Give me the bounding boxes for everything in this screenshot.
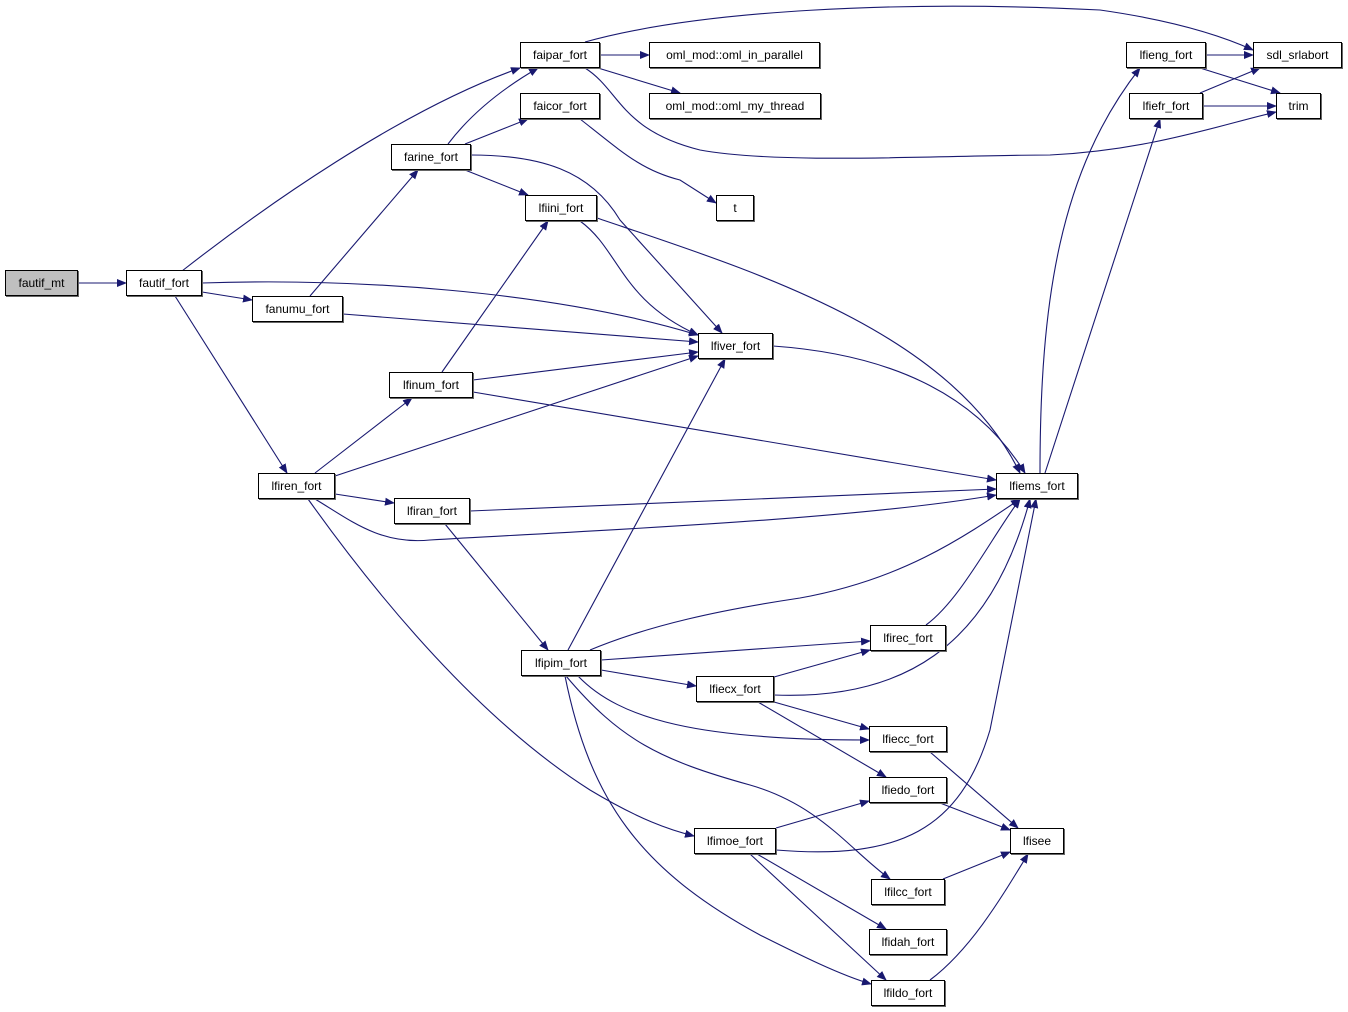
node-farine-fort[interactable]: farine_fort xyxy=(391,144,471,170)
edge-fanumu_fort-to-lfiver_fort xyxy=(342,313,699,346)
edge-faipar_fort-to-oml_my_thread xyxy=(597,67,681,95)
edge-lfinum_fort-to-lfiems_fort xyxy=(472,391,997,483)
node-fanumu-fort[interactable]: fanumu_fort xyxy=(252,296,343,322)
node-lfiedo-fort[interactable]: lfiedo_fort xyxy=(869,777,947,803)
edge-lfimoe_fort-to-lfiems_fort xyxy=(775,498,1039,853)
edge-lfiecc_fort-to-lfisee xyxy=(929,751,1019,829)
node-lfiecc-fort[interactable]: lfiecc_fort xyxy=(869,726,947,752)
edge-fautif_fort-to-lfiver_fort xyxy=(201,281,699,337)
edge-farine_fort-to-faicor_fort xyxy=(464,118,529,145)
edge-farine_fort-to-faipar_fort xyxy=(447,67,539,145)
edge-lfipim_fort-to-lfiems_fort xyxy=(589,498,1021,651)
edge-lfipim_fort-to-lfilcc_fort xyxy=(565,675,891,880)
node-t[interactable]: t xyxy=(716,195,754,221)
edge-lfildo_fort-to-lfisee xyxy=(929,853,1029,981)
edge-lfipim_fort-to-lfildo_fort xyxy=(564,675,872,986)
edge-lfipim_fort-to-lfiecc_fort xyxy=(577,675,870,744)
node-faicor-fort[interactable]: faicor_fort xyxy=(520,93,600,119)
edge-lfiren_fort-to-lfiems_fort xyxy=(314,492,997,542)
node-fautif-fort[interactable]: fautif_fort xyxy=(126,270,202,296)
edge-lfiran_fort-to-lfipim_fort xyxy=(444,523,549,651)
edge-lfipim_fort-to-lfirec_fort xyxy=(600,637,871,661)
node-lfiran-fort[interactable]: lfiran_fort xyxy=(394,498,470,524)
edge-lfimoe_fort-to-lfiedo_fort xyxy=(775,799,870,829)
edge-lfinum_fort-to-lfiini_fort xyxy=(441,220,549,373)
edge-lfiren_fort-to-lfimoe_fort xyxy=(307,498,695,838)
node-lfiefr-fort[interactable]: lfiefr_fort xyxy=(1129,93,1203,119)
edge-lfiefr_fort-to-sdl_srlabort xyxy=(1199,67,1261,94)
node-lfiren-fort[interactable]: lfiren_fort xyxy=(258,473,335,499)
edge-fautif_fort-to-fanumu_fort xyxy=(201,291,253,303)
node-faipar-fort[interactable]: faipar_fort xyxy=(520,42,600,68)
node-lfiecx-fort[interactable]: lfiecx_fort xyxy=(696,676,774,702)
edge-lfiren_fort-to-lfiran_fort xyxy=(334,493,395,506)
node-lfieng-fort[interactable]: lfieng_fort xyxy=(1126,42,1206,68)
node-lfiems-fort[interactable]: lfiems_fort xyxy=(996,473,1078,499)
edge-lfipim_fort-to-lfiecx_fort xyxy=(600,669,697,689)
node-lfidah-fort[interactable]: lfidah_fort xyxy=(869,929,947,955)
edge-lfiems_fort-to-lfieng_fort xyxy=(1039,67,1141,474)
edge-fautif_fort-to-faipar_fort xyxy=(181,67,521,272)
edge-faipar_fort-to-sdl_srlabort xyxy=(584,5,1254,51)
node-lfimoe-fort[interactable]: lfimoe_fort xyxy=(694,828,776,854)
edge-lfiecx_fort-to-lfiems_fort xyxy=(773,498,1032,696)
node-lfipim-fort[interactable]: lfipim_fort xyxy=(521,650,601,676)
edge-lfiren_fort-to-lfiver_fort xyxy=(334,355,699,477)
node-sdl-srlabort[interactable]: sdl_srlabort xyxy=(1253,42,1342,68)
node-lfiini-fort[interactable]: lfiini_fort xyxy=(525,195,597,221)
edge-farine_fort-to-lfiini_fort xyxy=(464,169,529,196)
edge-lfiini_fort-to-lfiver_fort xyxy=(579,220,699,336)
node-lfiver-fort[interactable]: lfiver_fort xyxy=(698,333,773,359)
edge-lfiren_fort-to-lfinum_fort xyxy=(314,397,413,474)
edge-lfiedo_fort-to-lfisee xyxy=(939,802,1011,831)
edge-fanumu_fort-to-farine_fort xyxy=(309,169,419,297)
node-lfisee[interactable]: lfisee xyxy=(1010,828,1064,854)
edge-faicor_fort-to-t xyxy=(579,118,717,204)
node-lfirec-fort[interactable]: lfirec_fort xyxy=(870,625,946,651)
node-oml-in-parallel[interactable]: oml_mod::oml_in_parallel xyxy=(649,42,820,68)
edge-lfiecx_fort-to-lfiedo_fort xyxy=(757,701,887,778)
edge-lfipim_fort-to-lfiver_fort xyxy=(567,358,726,651)
edge-lfimoe_fort-to-lfildo_fort xyxy=(749,853,887,981)
edge-lfimoe_fort-to-lfidah_fort xyxy=(756,853,887,930)
edge-lfieng_fort-to-trim xyxy=(1199,67,1281,95)
node-lfildo-fort[interactable]: lfildo_fort xyxy=(871,980,945,1006)
node-lfinum-fort[interactable]: lfinum_fort xyxy=(389,372,473,398)
edge-lfiini_fort-to-lfiems_fort xyxy=(596,217,1021,474)
edge-faipar_fort-to-trim xyxy=(584,67,1277,159)
edge-lfilcc_fort-to-lfisee xyxy=(942,851,1011,880)
node-lfilcc-fort[interactable]: lfilcc_fort xyxy=(871,879,945,905)
node-oml-my-thread[interactable]: oml_mod::oml_my_thread xyxy=(649,93,821,119)
edge-lfiver_fort-to-lfiems_fort xyxy=(772,345,1026,474)
edge-lfirec_fort-to-lfiems_fort xyxy=(925,498,1021,626)
node-fautif-mt[interactable]: fautif_mt xyxy=(5,270,78,296)
edge-fautif_fort-to-lfiren_fort xyxy=(174,295,288,474)
edge-lfiran_fort-to-lfiems_fort xyxy=(469,485,997,512)
edge-lfiecx_fort-to-lfirec_fort xyxy=(773,648,871,678)
edge-lfiems_fort-to-lfiefr_fort xyxy=(1044,118,1162,474)
edge-lfinum_fort-to-lfiver_fort xyxy=(472,349,699,381)
node-trim[interactable]: trim xyxy=(1276,93,1321,119)
edge-farine_fort-to-lfiver_fort xyxy=(470,154,723,334)
edge-lfiecx_fort-to-lfiecc_fort xyxy=(773,701,870,731)
